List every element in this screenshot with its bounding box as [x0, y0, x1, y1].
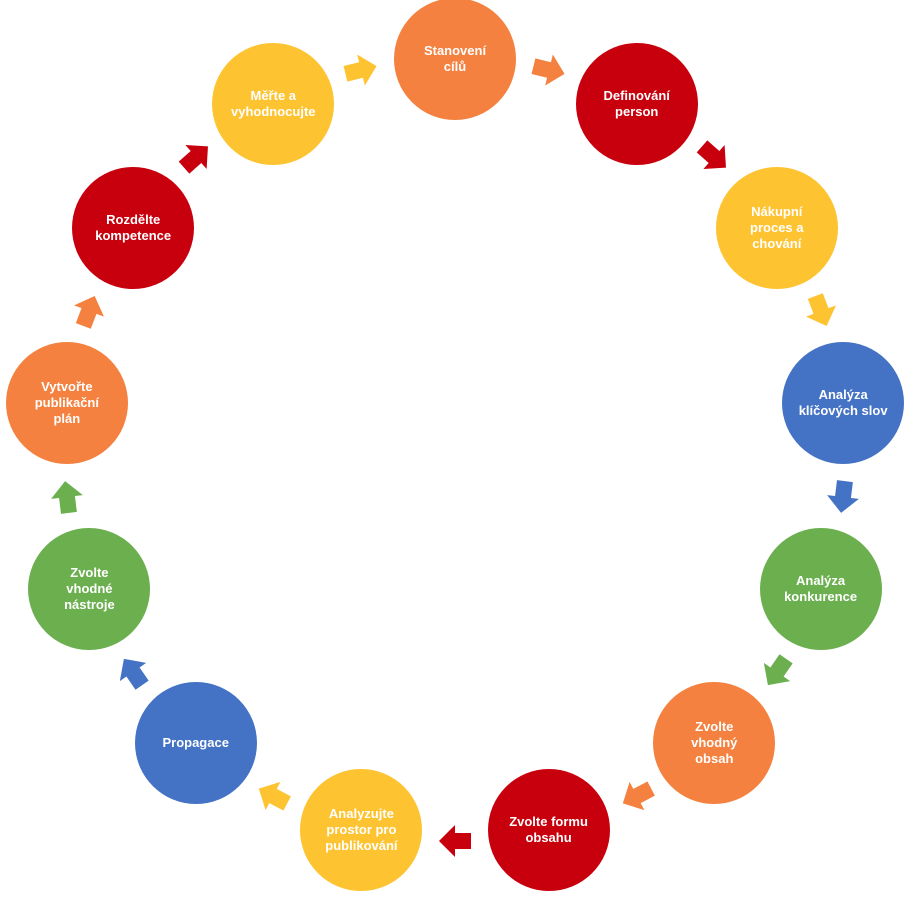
- cycle-step: Zvolte vhodný obsah: [653, 681, 776, 804]
- arrow-icon: [250, 773, 296, 819]
- cycle-step: Propagace: [134, 681, 257, 804]
- arrow-icon: [48, 478, 86, 516]
- arrow-icon: [614, 773, 660, 819]
- arrow-icon: [341, 50, 382, 91]
- cycle-step-label: Propagace: [162, 734, 229, 750]
- cycle-step-label: Nákupní proces a chování: [750, 203, 804, 251]
- arrow-icon: [67, 289, 111, 333]
- cycle-step-label: Analyzujte prostor pro publikování: [325, 805, 398, 853]
- cycle-step: Analýza klíčových slov: [782, 341, 905, 464]
- cycle-step-label: Definování person: [603, 87, 670, 119]
- cycle-step: Analýza konkurence: [759, 527, 882, 650]
- arrow-icon: [799, 289, 843, 333]
- cycle-step: Měřte a vyhodnocujte: [212, 42, 335, 165]
- cycle-step-label: Analýza konkurence: [784, 572, 858, 604]
- arrow-icon: [438, 824, 472, 858]
- arrow-icon: [110, 648, 157, 695]
- cycle-step: Analyzujte prostor pro publikování: [300, 768, 423, 891]
- arrow-icon: [824, 478, 862, 516]
- cycle-step-label: Zvolte vhodný obsah: [691, 718, 738, 766]
- cycle-step-label: Rozdělte kompetence: [95, 211, 172, 243]
- cycle-step-label: Analýza klíčových slov: [798, 386, 888, 418]
- cycle-step-label: Měřte a vyhodnocujte: [231, 87, 316, 119]
- cycle-step: Definování person: [575, 42, 698, 165]
- cycle-step: Zvolte vhodné nástroje: [28, 527, 151, 650]
- cycle-step: Nákupní proces a chování: [715, 166, 838, 289]
- cycle-step: Zvolte formu obsahu: [487, 768, 610, 891]
- arrow-icon: [528, 50, 569, 91]
- cycle-step-label: Zvolte vhodné nástroje: [64, 564, 115, 612]
- cycle-step-label: Vytvořte publikační plán: [34, 378, 99, 426]
- arrow-icon: [753, 648, 800, 695]
- cycle-step-label: Zvolte formu obsahu: [509, 813, 588, 845]
- cycle-step: Stanovení cílů: [394, 0, 516, 120]
- arrow-icon: [690, 133, 738, 181]
- cycle-step: Vytvořte publikační plán: [5, 341, 128, 464]
- cycle-step-label: Stanovení cílů: [423, 43, 487, 74]
- arrow-icon: [172, 133, 220, 181]
- cycle-step: Rozdělte kompetence: [72, 166, 195, 289]
